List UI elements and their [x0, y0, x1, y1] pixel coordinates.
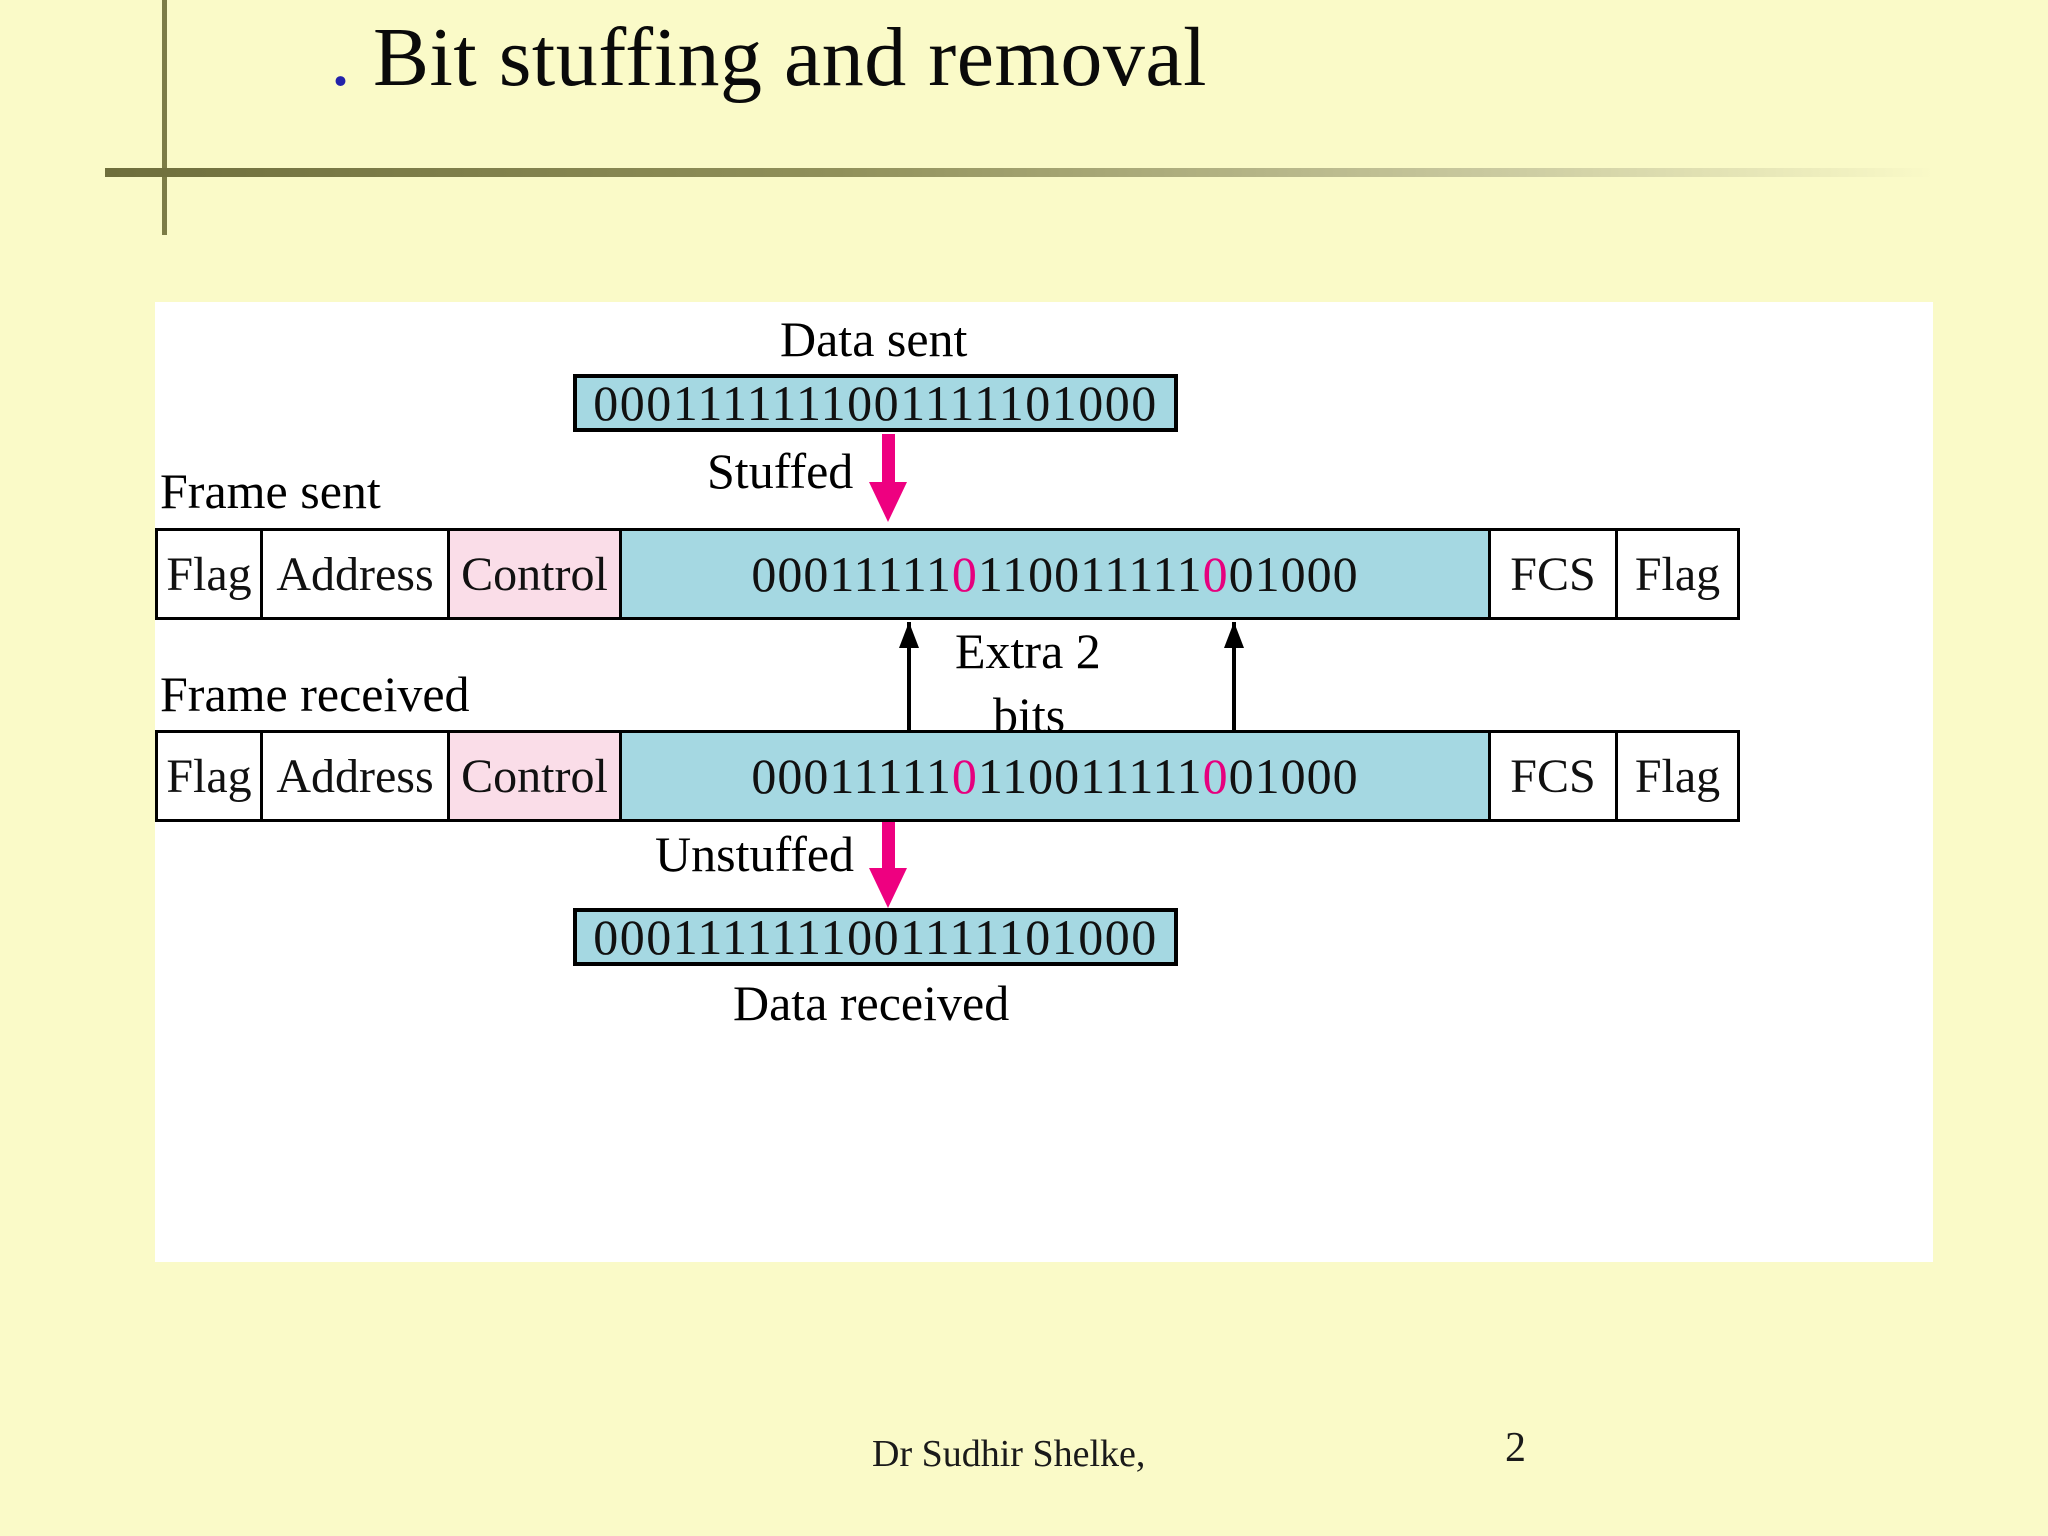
- frame-sent-cell-address: Address: [260, 528, 450, 620]
- frame-sent-cell-fcs: FCS: [1488, 528, 1618, 620]
- data-received-caption: Data received: [733, 975, 1010, 1031]
- unstuffed-label: Unstuffed: [655, 826, 855, 882]
- data-sent-caption: Data sent: [780, 311, 968, 367]
- frame-received-label: Frame received: [160, 666, 470, 722]
- frame-sent-cell-flag-end: Flag: [1615, 528, 1740, 620]
- bit-segment: 00011111: [751, 748, 952, 804]
- stuffed-bit: 0: [1202, 748, 1229, 804]
- data-received-bar: 0001111111001111101000: [573, 908, 1178, 966]
- stuffed-bit: 0: [951, 546, 978, 602]
- slide-header: . Bit stuffing and removal: [0, 0, 2048, 240]
- stuffed-bit: 0: [951, 748, 978, 804]
- bit-segment: 01000: [1228, 546, 1359, 602]
- header-horizontal-rule: [105, 168, 1935, 177]
- frame-sent-cell-control: Control: [447, 528, 622, 620]
- extra-bits-label-line1: Extra 2: [955, 623, 1101, 679]
- header-vertical-rule: [162, 0, 167, 235]
- frame-received-cell-fcs: FCS: [1488, 730, 1618, 822]
- frame-sent-label: Frame sent: [160, 463, 381, 519]
- bit-segment: 01000: [1228, 748, 1359, 804]
- stuffed-label: Stuffed: [707, 443, 854, 499]
- stuffed-arrow: [869, 434, 907, 522]
- frame-received-cell-flag-end: Flag: [1615, 730, 1740, 822]
- frame-received-cell-flag: Flag: [155, 730, 263, 822]
- frame-sent-cell-flag: Flag: [155, 528, 263, 620]
- bit-segment: 00011111: [751, 546, 952, 602]
- frame-received-cell-control: Control: [447, 730, 622, 822]
- page-title: . Bit stuffing and removal: [330, 11, 1207, 104]
- bit-segment: 110011111: [977, 748, 1203, 804]
- bit-stuffing-diagram: Data sent 0001111111001111101000 Stuffed…: [155, 302, 1933, 1262]
- stuffed-bit: 0: [1202, 546, 1229, 602]
- title-text: Bit stuffing and removal: [351, 11, 1207, 104]
- footer-page-number: 2: [1505, 1425, 1526, 1471]
- footer-author: Dr Sudhir Shelke,: [872, 1433, 1146, 1475]
- data-sent-bar: 0001111111001111101000: [573, 374, 1178, 432]
- frame-received-cell-address: Address: [260, 730, 450, 822]
- unstuffed-arrow: [869, 820, 907, 908]
- bit-segment: 110011111: [977, 546, 1203, 602]
- title-bullet-dot: .: [330, 11, 352, 104]
